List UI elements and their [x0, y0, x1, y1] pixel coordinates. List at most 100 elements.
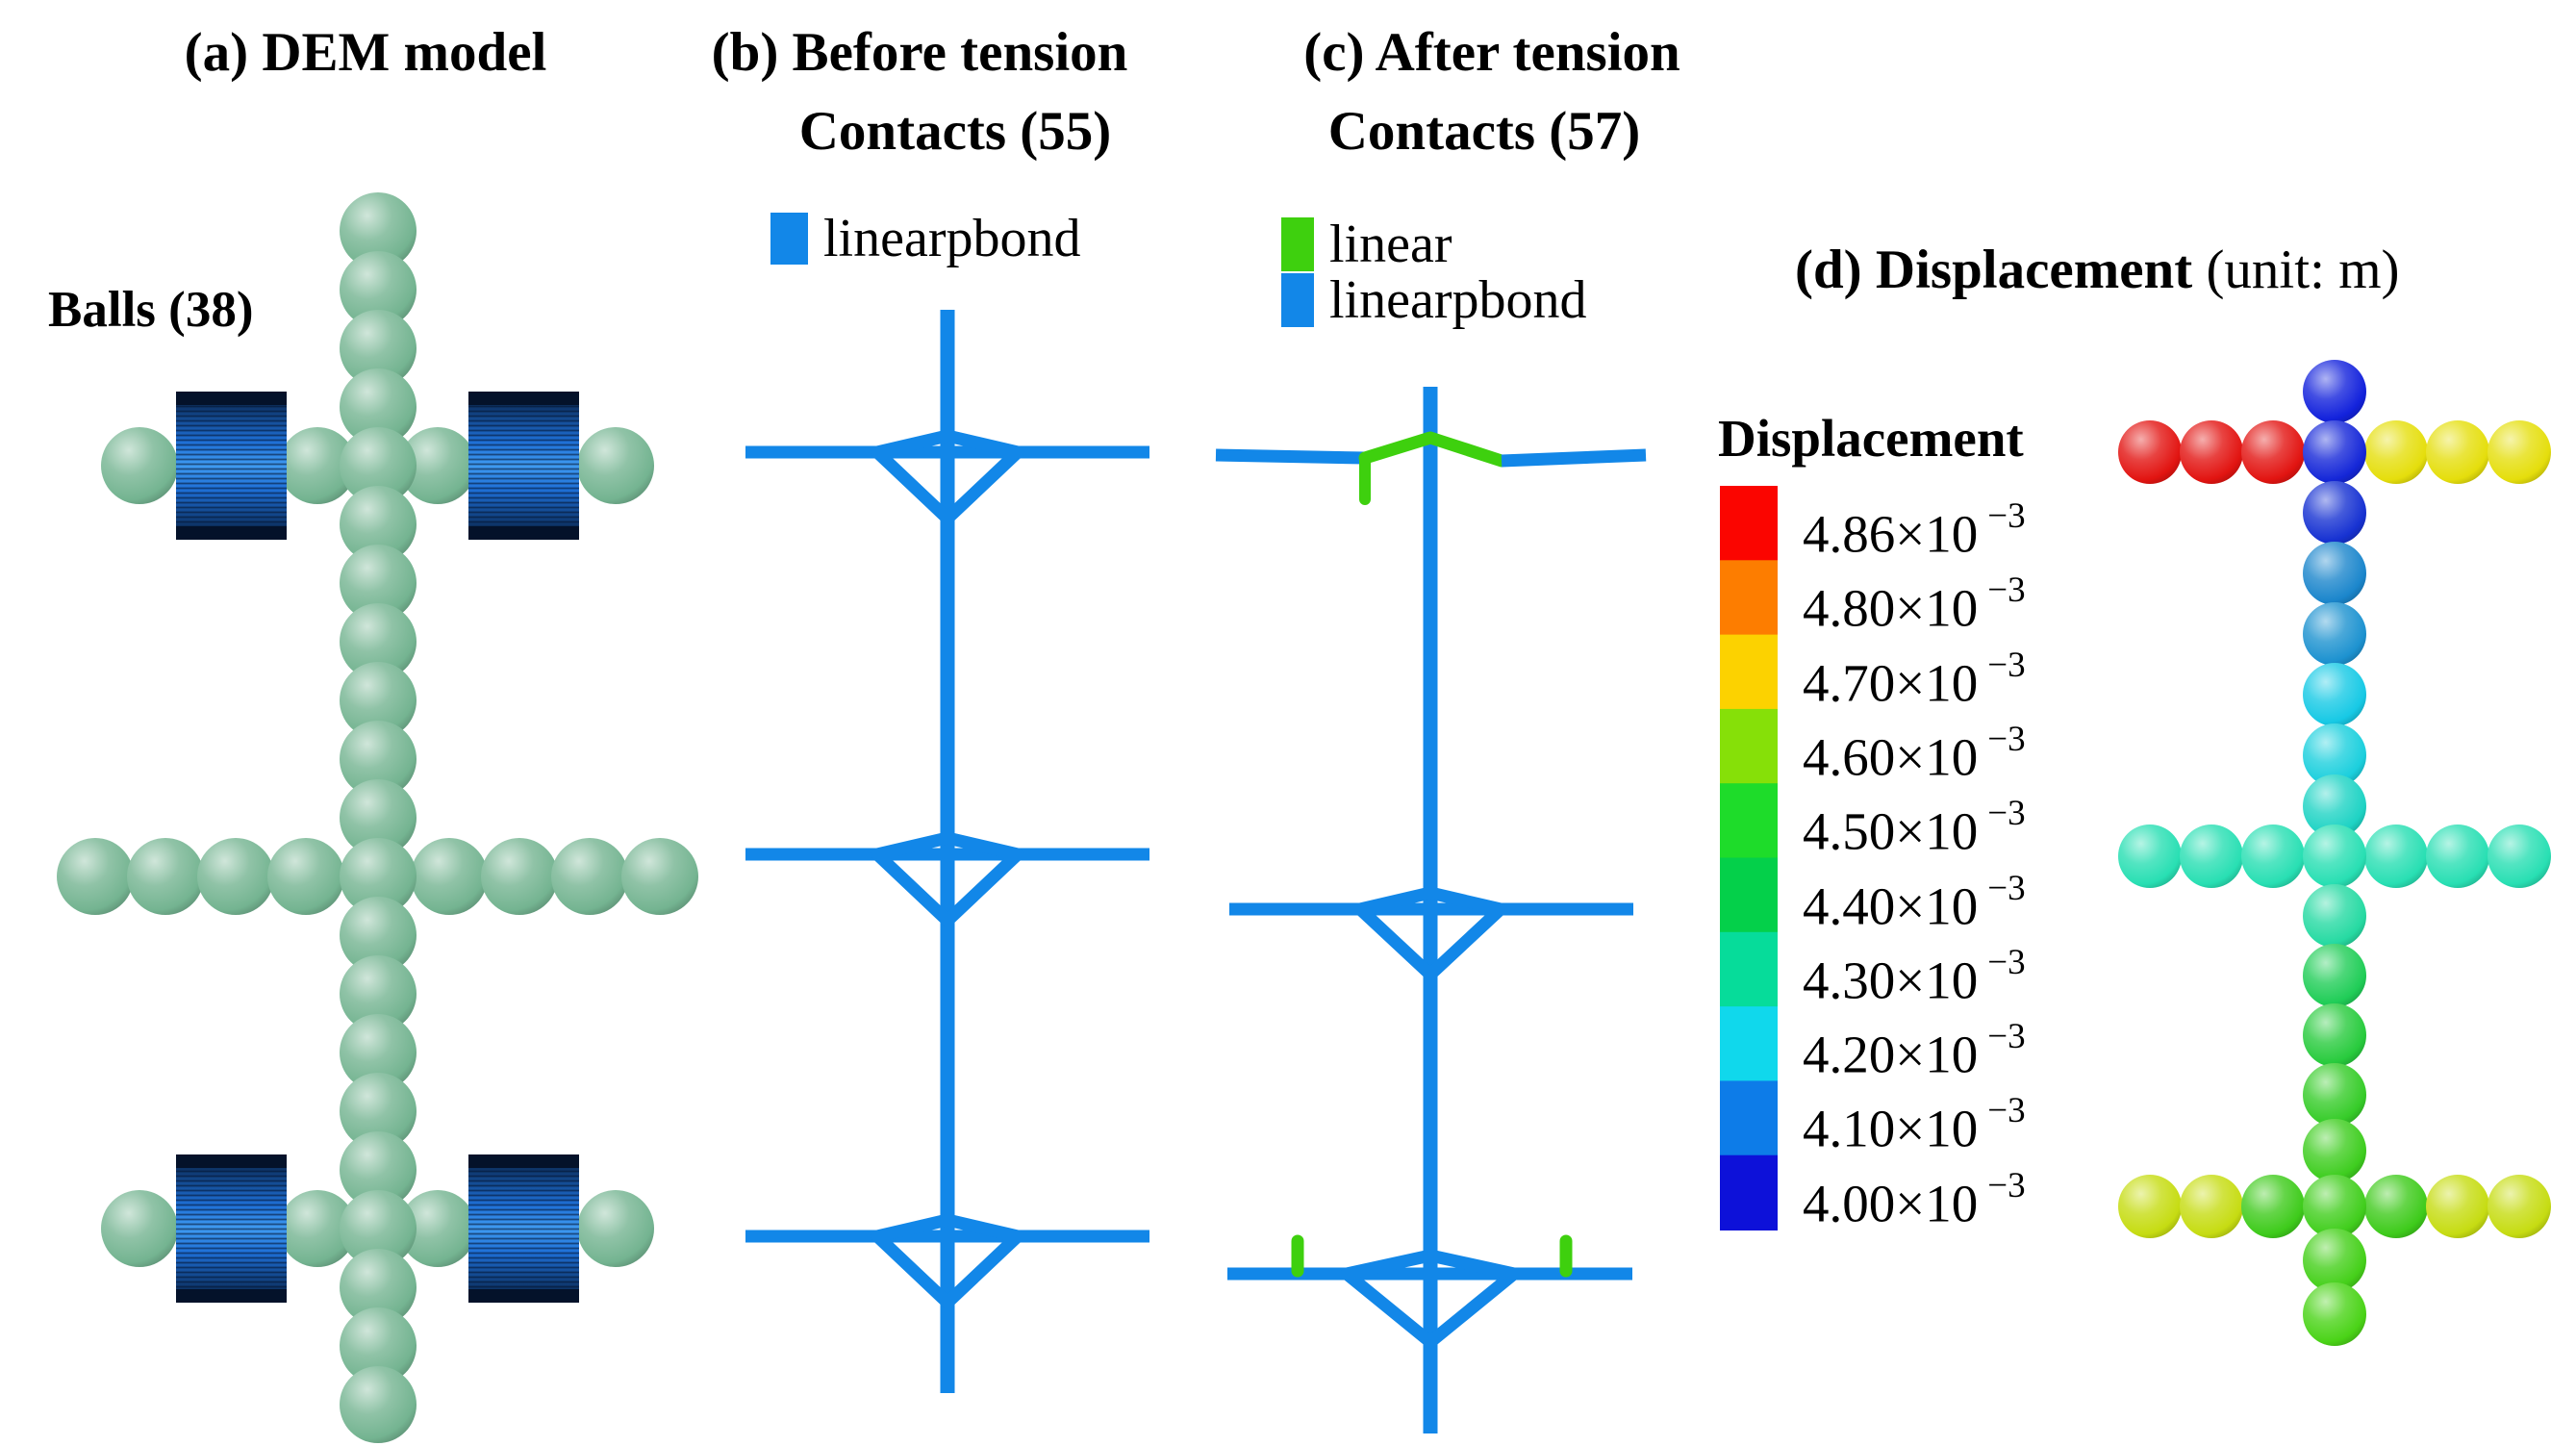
ball [267, 838, 344, 915]
ball [2241, 824, 2305, 888]
ball [2488, 1175, 2551, 1238]
ball [621, 838, 698, 915]
panel-b-subtitle: Contacts (55) [798, 101, 1112, 162]
ball [340, 721, 417, 798]
ball [2303, 663, 2366, 726]
ball [340, 1014, 417, 1091]
ball [2303, 1229, 2366, 1292]
panel-b-legend: linearpbond [770, 208, 1080, 269]
panel-c-legend-linearpbond-label: linearpbond [1329, 270, 1587, 330]
ball [340, 368, 417, 445]
linearpbond-swatch-icon [1281, 273, 1314, 327]
ball [340, 603, 417, 680]
ball [340, 1073, 417, 1150]
colorbar-segment [1720, 634, 1778, 710]
panel-c-legend-linearpbond: linearpbond [1281, 269, 1586, 331]
colorbar-label: 4.80×10−3 [1803, 571, 2026, 638]
panel-b-title: (b) Before tension [711, 22, 1128, 83]
colorbar-label: 4.86×10−3 [1803, 496, 2026, 564]
colorbar-label: 4.50×10−3 [1803, 794, 2026, 861]
ball [279, 1190, 356, 1267]
ball [340, 1249, 417, 1326]
ball [340, 1307, 417, 1384]
colorbar-segment [1720, 560, 1778, 636]
colorbar-label: 4.60×10−3 [1803, 719, 2026, 787]
ball [2426, 420, 2489, 484]
ball [2303, 1003, 2366, 1067]
ball [2488, 824, 2551, 888]
ball [399, 427, 476, 504]
wall-cylinder [468, 1154, 579, 1303]
ball [2303, 602, 2366, 666]
colorbar-label: 4.40×10−3 [1803, 868, 2026, 935]
ball [2303, 1175, 2366, 1238]
ball [340, 310, 417, 387]
colorbar-segment [1720, 857, 1778, 933]
ball [2303, 884, 2366, 948]
ball [481, 838, 558, 915]
ball [340, 545, 417, 622]
colorbar-label: 4.20×10−3 [1803, 1017, 2026, 1084]
colorbar-segment [1720, 783, 1778, 859]
ball [2180, 824, 2243, 888]
ball [340, 838, 417, 915]
ball [57, 838, 134, 915]
ball [2303, 824, 2366, 888]
colorbar-segment [1720, 931, 1778, 1008]
panel-d-title-main: (d) Displacement [1795, 240, 2193, 300]
ball [2118, 824, 2182, 888]
after-tension-graphic [1215, 387, 1647, 1433]
ball [101, 1190, 178, 1267]
dem-model-graphic [57, 192, 698, 1443]
ball [2241, 1175, 2305, 1238]
panel-b-legend-label: linearpbond [823, 209, 1081, 268]
ball [340, 1366, 417, 1443]
ball [2303, 360, 2366, 423]
ball [340, 662, 417, 739]
panel-c-subtitle: Contacts (57) [1327, 101, 1641, 162]
ball [2118, 420, 2182, 484]
ball [340, 192, 417, 269]
ball [2303, 774, 2366, 838]
displacement-model-graphic [2118, 360, 2551, 1346]
linearpbond-swatch-icon [770, 213, 808, 265]
ball [340, 486, 417, 563]
colorbar-label: 4.30×10−3 [1803, 942, 2026, 1010]
ball [101, 427, 178, 504]
ball [2488, 420, 2551, 484]
panel-c-legend-linear-label: linear [1329, 215, 1452, 274]
colorbar-segment [1720, 1154, 1778, 1230]
colorbar-segment [1720, 486, 1778, 562]
panel-a-title: (a) DEM model [184, 22, 547, 83]
colorbar-label: 4.00×10−3 [1803, 1165, 2026, 1233]
colorbar-segment [1720, 1080, 1778, 1156]
ball [127, 838, 204, 915]
panel-d-title-unit: (unit: m) [2192, 240, 2400, 300]
balls-count-label: Balls (38) [48, 282, 254, 338]
ball [2426, 1175, 2489, 1238]
colorbar-segment [1720, 708, 1778, 785]
ball [340, 1190, 417, 1267]
wall-cylinder [468, 392, 579, 540]
ball [2180, 1175, 2243, 1238]
ball [2364, 420, 2428, 484]
ball [2118, 1175, 2182, 1238]
ball [340, 1131, 417, 1208]
before-tension-graphic [745, 310, 1149, 1393]
colorbar-label: 4.10×10−3 [1803, 1091, 2026, 1158]
panel-d-title: (d) Displacement (unit: m) [1795, 239, 2400, 301]
ball [2303, 542, 2366, 605]
wall-cylinder [176, 392, 287, 540]
ball [2303, 420, 2366, 484]
ball [340, 427, 417, 504]
colorbar-segment [1720, 1006, 1778, 1082]
colorbar-title: Displacement [1718, 409, 2024, 468]
ball [577, 427, 654, 504]
ball [2241, 420, 2305, 484]
colorbar [1720, 486, 1778, 1230]
ball [2303, 1282, 2366, 1346]
ball [2303, 1119, 2366, 1182]
ball [197, 838, 274, 915]
